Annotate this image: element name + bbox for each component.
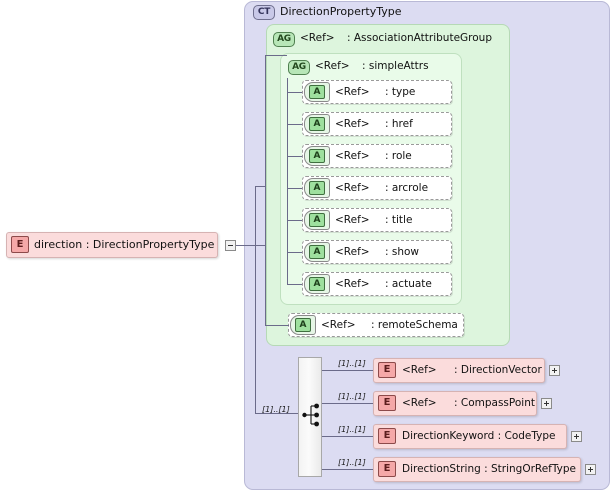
element-row[interactable] [373, 358, 545, 383]
plus-icon[interactable] [549, 365, 560, 376]
attribute-group-inner-ref: <Ref> [315, 60, 350, 72]
attribute-group-name: : AssociationAttributeGroup [347, 32, 492, 44]
element-cardinality: [1]..[1] [338, 458, 366, 467]
connector-to-remoteschema [265, 325, 289, 326]
connector-root-2 [236, 245, 256, 246]
element-name: DirectionKeyword : CodeType [402, 430, 556, 442]
attribute-name: : actuate [385, 278, 432, 290]
root-element-box[interactable] [6, 232, 218, 258]
element-row[interactable] [373, 457, 581, 482]
attribute-ref: <Ref> [335, 86, 370, 98]
complex-type-badge: CT [253, 5, 275, 20]
choice-icon [302, 403, 319, 427]
connector-attribute [287, 156, 302, 157]
attribute-badge: A [309, 149, 325, 163]
element-badge: E [378, 461, 396, 477]
attribute-badge: A [295, 318, 311, 332]
attribute-row-remoteschema[interactable] [288, 313, 464, 337]
connector-attribute [287, 124, 302, 125]
root-element-label: direction : DirectionPropertyType [34, 238, 215, 251]
attribute-badge: A [309, 117, 325, 131]
element-row[interactable] [373, 424, 567, 449]
attribute-badge: A [309, 85, 325, 99]
element-cardinality: [1]..[1] [338, 425, 366, 434]
element-ref: <Ref> [402, 364, 437, 376]
element-badge: E [11, 236, 29, 253]
attribute-ref: <Ref> [335, 214, 370, 226]
attribute-name: : show [385, 246, 420, 258]
attribute-name: : title [385, 214, 413, 226]
choice-compositor[interactable] [298, 357, 322, 477]
element-name: : DirectionVector [454, 364, 542, 376]
connector-attr-rail [287, 78, 288, 285]
plus-icon[interactable] [585, 464, 596, 475]
attribute-name: : role [385, 150, 412, 162]
element-cardinality: [1]..[1] [338, 359, 366, 368]
attribute-group-inner-badge: AG [288, 60, 310, 75]
attribute-group-inner-name: : simpleAttrs [362, 60, 429, 72]
connector-element [322, 370, 373, 371]
connector-trunk [265, 55, 266, 325]
plus-icon[interactable] [541, 398, 552, 409]
connector-attribute [287, 92, 302, 93]
attribute-badge: A [309, 181, 325, 195]
attribute-group-ref: <Ref> [300, 32, 335, 44]
element-name: DirectionString : StringOrRefType [402, 463, 576, 475]
attribute-badge: A [309, 245, 325, 259]
connector-to-simpleattrs [265, 55, 287, 56]
element-badge: E [378, 395, 396, 411]
attribute-ref: <Ref> [335, 182, 370, 194]
connector-to-choice [255, 413, 298, 414]
element-ref: <Ref> [402, 397, 437, 409]
attribute-ref: <Ref> [335, 150, 370, 162]
connector-element [322, 403, 373, 404]
complex-type-name: DirectionPropertyType [280, 5, 402, 18]
plus-icon[interactable] [571, 431, 582, 442]
connector-attribute [287, 188, 302, 189]
remoteschema-name: : remoteSchema [371, 319, 458, 331]
attribute-group-badge: AG [273, 32, 295, 47]
attribute-ref: <Ref> [335, 246, 370, 258]
element-cardinality: [1]..[1] [338, 392, 366, 401]
element-badge: E [378, 428, 396, 444]
attribute-ref: <Ref> [335, 118, 370, 130]
connector-attribute [287, 284, 302, 285]
connector-attribute [287, 220, 302, 221]
connector-trunk-2 [255, 186, 256, 413]
attribute-name: : href [385, 118, 413, 130]
connector-attribute [287, 252, 302, 253]
element-row[interactable] [373, 391, 537, 416]
attribute-name: : type [385, 86, 416, 98]
connector-branch-top [255, 186, 266, 187]
connector-element [322, 469, 373, 470]
attribute-badge: A [309, 213, 325, 227]
connector-element [322, 436, 373, 437]
element-badge: E [378, 362, 396, 378]
minus-icon[interactable] [225, 240, 236, 251]
element-name: : CompassPoint [454, 397, 535, 409]
attribute-name: : arcrole [385, 182, 429, 194]
compositor-cardinality: [1]..[1] [262, 405, 290, 414]
attribute-ref: <Ref> [335, 278, 370, 290]
attribute-badge: A [309, 277, 325, 291]
remoteschema-ref: <Ref> [321, 319, 356, 331]
